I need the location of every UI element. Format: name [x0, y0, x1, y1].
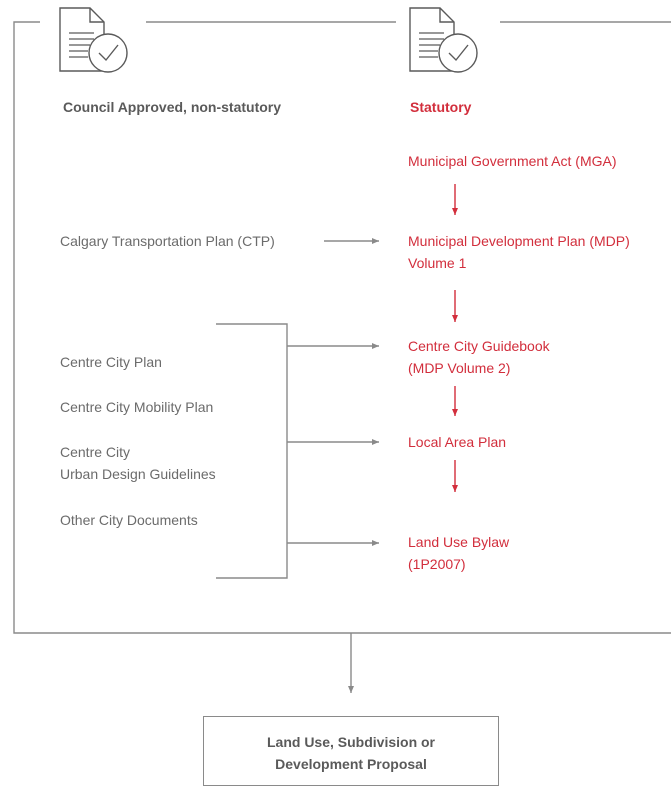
ctp-label: Calgary Transportation Plan (CTP): [60, 233, 275, 249]
ccmp-label: Centre City Mobility Plan: [60, 399, 214, 415]
heading-non-statutory: Council Approved, non-statutory: [63, 99, 282, 115]
mga-label: Municipal Government Act (MGA): [408, 153, 617, 169]
ccudg-label-line2: Urban Design Guidelines: [60, 466, 216, 482]
lap-label: Local Area Plan: [408, 434, 507, 450]
ccg-label-line1: Centre City Guidebook: [408, 338, 550, 354]
bracket: [216, 323, 288, 579]
mdp-label-line1: Municipal Development Plan (MDP): [408, 233, 630, 249]
outer-frame: [13, 21, 671, 634]
heading-statutory: Statutory: [410, 99, 472, 115]
mdp-label-line2: Volume 1: [408, 255, 467, 271]
ccudg-label-line1: Centre City: [60, 444, 131, 460]
result-line1: Land Use, Subdivision or: [266, 734, 436, 750]
lub-label-line1: Land Use Bylaw: [408, 534, 510, 550]
ccg-label-line2: (MDP Volume 2): [408, 360, 511, 376]
document-check-icon: [59, 7, 128, 73]
ccp-label: Centre City Plan: [60, 354, 162, 370]
result-line2: Development Proposal: [275, 756, 427, 772]
document-check-icon: [409, 7, 478, 73]
ocd-label: Other City Documents: [60, 512, 198, 528]
result-box: Land Use, Subdivision or Development Pro…: [203, 716, 499, 786]
lub-label-line2: (1P2007): [408, 556, 466, 572]
